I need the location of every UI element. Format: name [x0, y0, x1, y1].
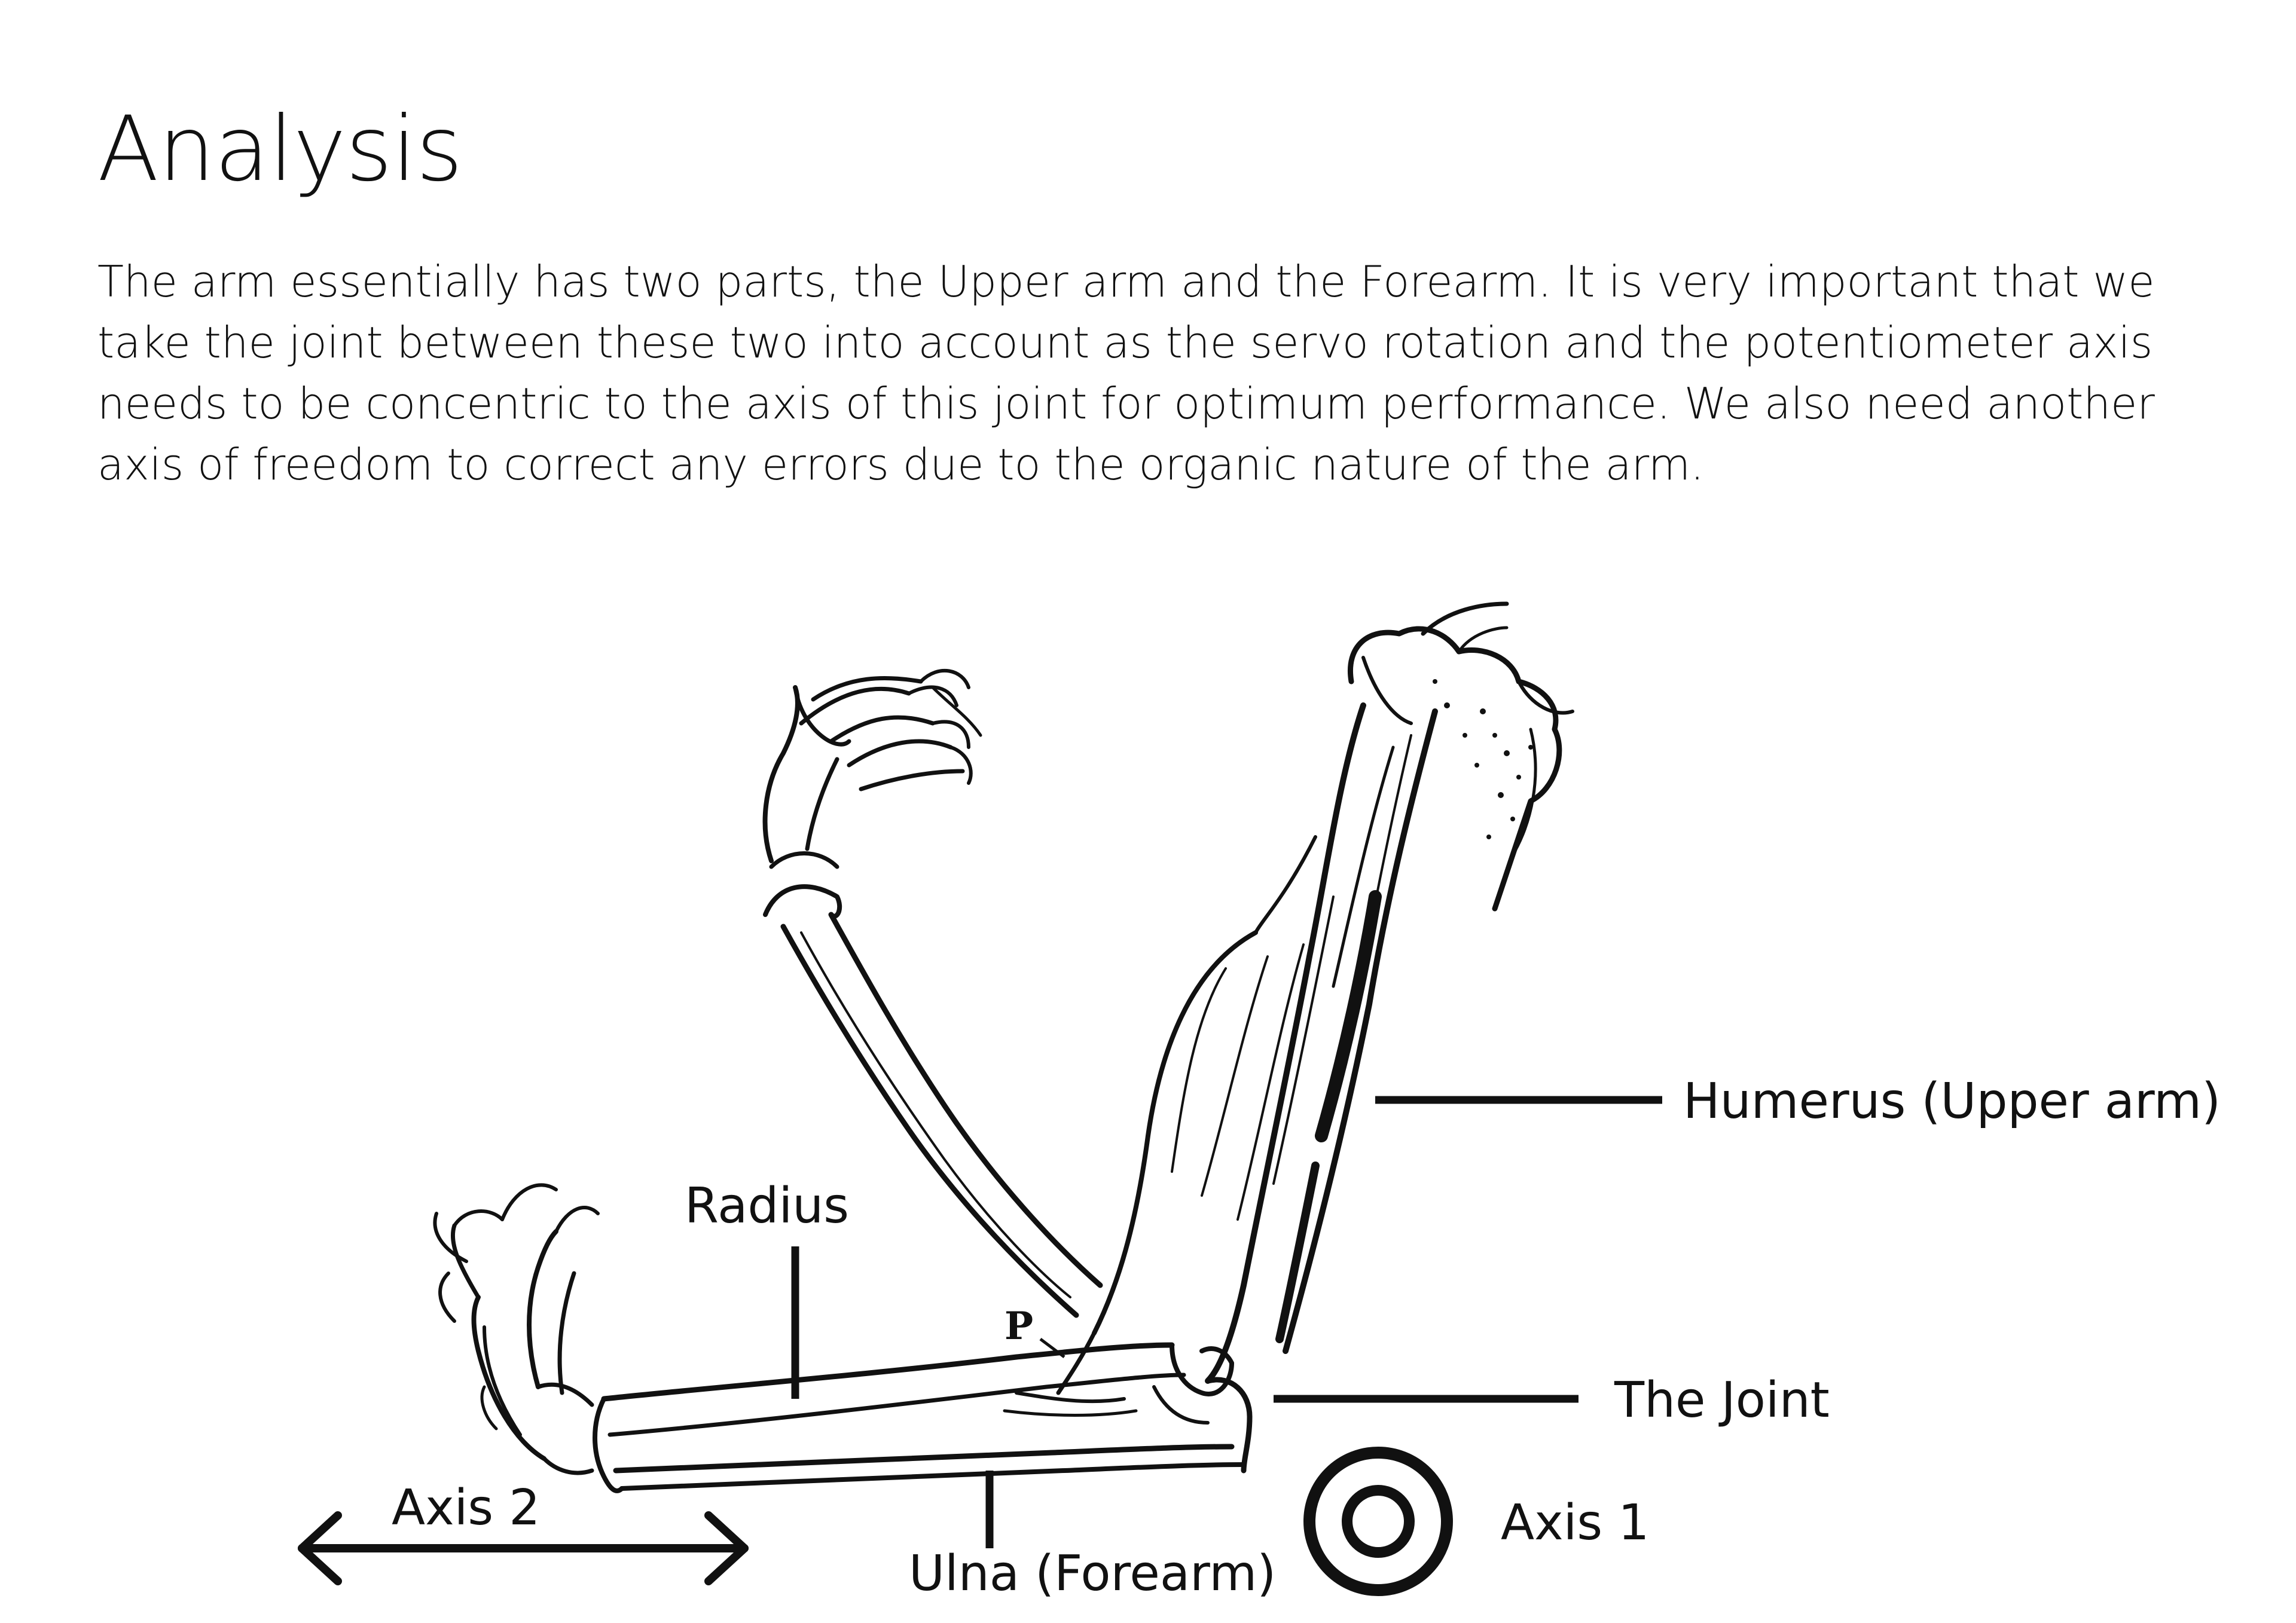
raised-forearm-illustration: [762, 669, 1103, 1318]
humerus-illustration: [1056, 702, 1438, 1395]
axis-2-label: Axis 2: [392, 1480, 540, 1536]
axis-1-rotation-icon: [1303, 1447, 1453, 1596]
p-marker-pointer: [1039, 1338, 1065, 1358]
description-paragraph: The arm essentially has two parts, the U…: [97, 256, 2155, 490]
axis-2-arrow: [298, 1511, 749, 1585]
p-marker: P: [1004, 1304, 1033, 1349]
ulna-label: Ulna (Forearm): [909, 1545, 1276, 1602]
page-title: Analysis: [97, 97, 463, 201]
lower-hand-illustration: [433, 1183, 600, 1475]
humerus-label: Humerus (Upper arm): [1683, 1073, 2221, 1130]
shoulder-illustration: [1348, 601, 1574, 912]
horizontal-forearm-illustration: [593, 1342, 1253, 1493]
arm-illustration: [433, 601, 1574, 1493]
radius-label: Radius: [685, 1178, 849, 1234]
joint-label: The Joint: [1614, 1372, 1830, 1429]
axis-1-label: Axis 1: [1501, 1494, 1649, 1551]
